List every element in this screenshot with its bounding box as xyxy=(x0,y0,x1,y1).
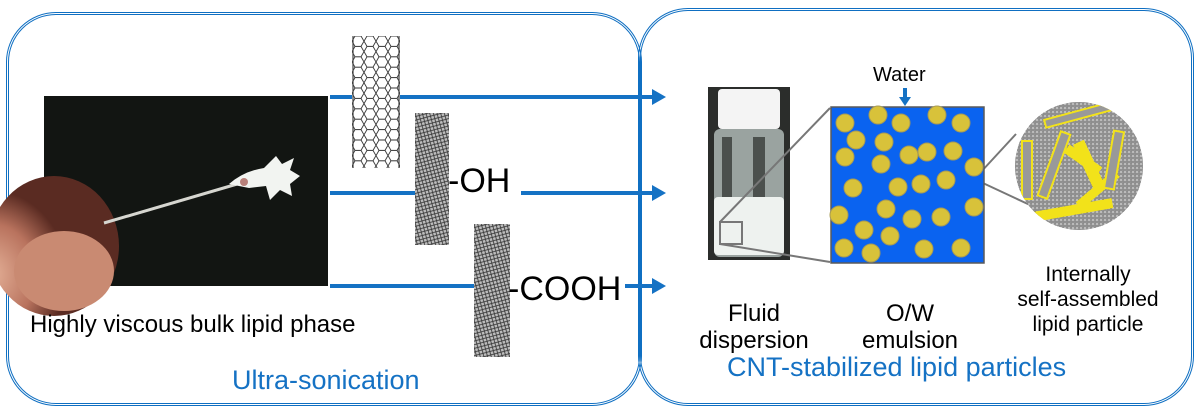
ultrasonication-label: Ultra-sonication xyxy=(232,365,420,395)
particle-caption-line-1: Internally xyxy=(1045,263,1131,286)
arrow-line-oh xyxy=(330,191,420,195)
lipid-droplet xyxy=(899,145,919,165)
cnt-stabilized-title: CNT-stabilized lipid particles xyxy=(727,352,1067,382)
vial-caption-line-2: dispersion xyxy=(699,327,809,354)
lipid-droplet xyxy=(943,141,963,161)
vial-caption-line-1: Fluid xyxy=(727,300,781,327)
arrow-line-pristine xyxy=(330,95,652,99)
lipid-droplet xyxy=(917,142,937,162)
lipid-droplet xyxy=(891,113,911,133)
lipid-droplet xyxy=(871,154,891,174)
water-label: Water xyxy=(873,64,926,86)
lipid-droplet xyxy=(835,147,855,167)
lipid-droplet xyxy=(854,220,874,240)
lipid-droplet xyxy=(936,170,956,190)
lipid-droplet xyxy=(964,197,984,217)
bulk-lipid-photo xyxy=(0,96,328,316)
lipid-droplet xyxy=(951,113,971,133)
lipid-droplet xyxy=(911,174,931,194)
oil-in-water-emulsion xyxy=(829,105,985,264)
arrowhead-pristine xyxy=(652,89,666,105)
arrowhead-cooh xyxy=(652,278,666,294)
water-arrow-icon xyxy=(899,88,911,106)
lipid-droplet xyxy=(834,238,854,258)
lipid-droplet xyxy=(868,105,888,125)
lipid-droplet xyxy=(835,113,855,133)
arrowhead-oh xyxy=(652,185,666,201)
particle-caption-line-3: lipid particle xyxy=(1032,313,1144,336)
arrow-line-cooh-right xyxy=(625,284,652,288)
lipid-droplet xyxy=(914,239,934,259)
vial-caption: Fluid dispersion xyxy=(698,300,810,354)
cooh-group-label: -COOH xyxy=(508,270,622,308)
lipid-droplet xyxy=(902,209,922,229)
lipid-droplet xyxy=(846,130,866,150)
arrow-line-cooh xyxy=(330,284,475,288)
emulsion-caption-line-2: emulsion xyxy=(861,327,959,354)
carboxylated-cnt-icon xyxy=(474,224,510,357)
pristine-cnt-icon xyxy=(352,36,400,168)
lipid-droplet xyxy=(843,178,863,198)
emulsion-caption: O/W emulsion xyxy=(840,300,980,354)
lipid-droplet xyxy=(829,205,849,225)
emulsion-caption-line-1: O/W xyxy=(886,300,934,327)
hydroxylated-cnt-icon xyxy=(415,113,449,245)
arrow-line-oh-right xyxy=(521,191,652,195)
lipid-droplet xyxy=(964,157,984,177)
lipid-droplet xyxy=(951,238,971,258)
lipid-droplet xyxy=(927,105,947,125)
lipid-droplet xyxy=(888,177,908,197)
lipid-droplet xyxy=(876,199,896,219)
bulk-lipid-caption: Highly viscous bulk lipid phase xyxy=(30,311,356,338)
oh-group-label: -OH xyxy=(448,162,511,200)
lipid-droplet xyxy=(931,207,951,227)
lipid-droplet xyxy=(874,132,894,152)
self-assembled-particle-icon xyxy=(1015,102,1143,230)
cnt-stabilized-panel xyxy=(638,8,1194,406)
particle-caption-line-2: self-assembled xyxy=(1017,288,1159,311)
lipid-droplet xyxy=(880,226,900,246)
lipid-droplet xyxy=(861,243,881,263)
particle-caption: Internally self-assembled lipid particle xyxy=(1014,262,1162,337)
